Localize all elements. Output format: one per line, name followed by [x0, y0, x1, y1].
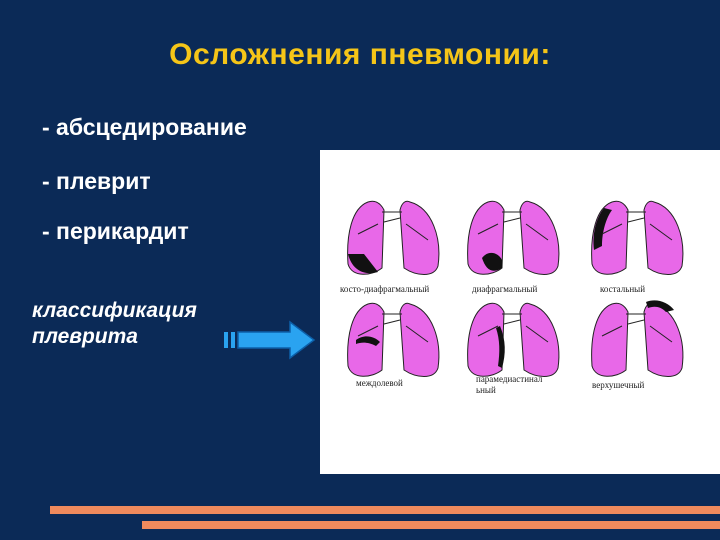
caption-apical: верхушечный [592, 380, 645, 390]
caption-interlobar: междолевой [356, 378, 403, 388]
pleurisy-classification-figure: косто-диафрагмальный диафрагмальный кост… [320, 150, 720, 474]
lung-figure-costal [591, 200, 684, 275]
caption-paramediastinal: парамедиастинальный [476, 374, 543, 395]
bullet-pericarditis: - перикардит [42, 218, 189, 244]
lung-figure-costophrenic [347, 200, 440, 275]
slide-title: Осложнения пневмонии: [169, 38, 551, 71]
footer-bar-bottom [142, 521, 720, 529]
caption-diaphragmatic: диафрагмальный [472, 284, 538, 294]
lung-figure-apical [591, 300, 684, 377]
lung-figure-paramediastinal [467, 302, 560, 377]
classification-label: классификация плеврита [32, 299, 197, 348]
caption-costal: костальный [600, 284, 646, 294]
caption-costophrenic: косто-диафрагмальный [340, 284, 430, 294]
bullet-abscess: - абсцедирование [42, 114, 247, 140]
bullet-pleurisy: - плеврит [42, 168, 151, 194]
lung-figure-diaphragmatic [467, 200, 560, 275]
footer-bar-top [50, 506, 720, 514]
lung-figure-interlobar [347, 302, 440, 377]
right-arrow-icon [224, 320, 316, 360]
